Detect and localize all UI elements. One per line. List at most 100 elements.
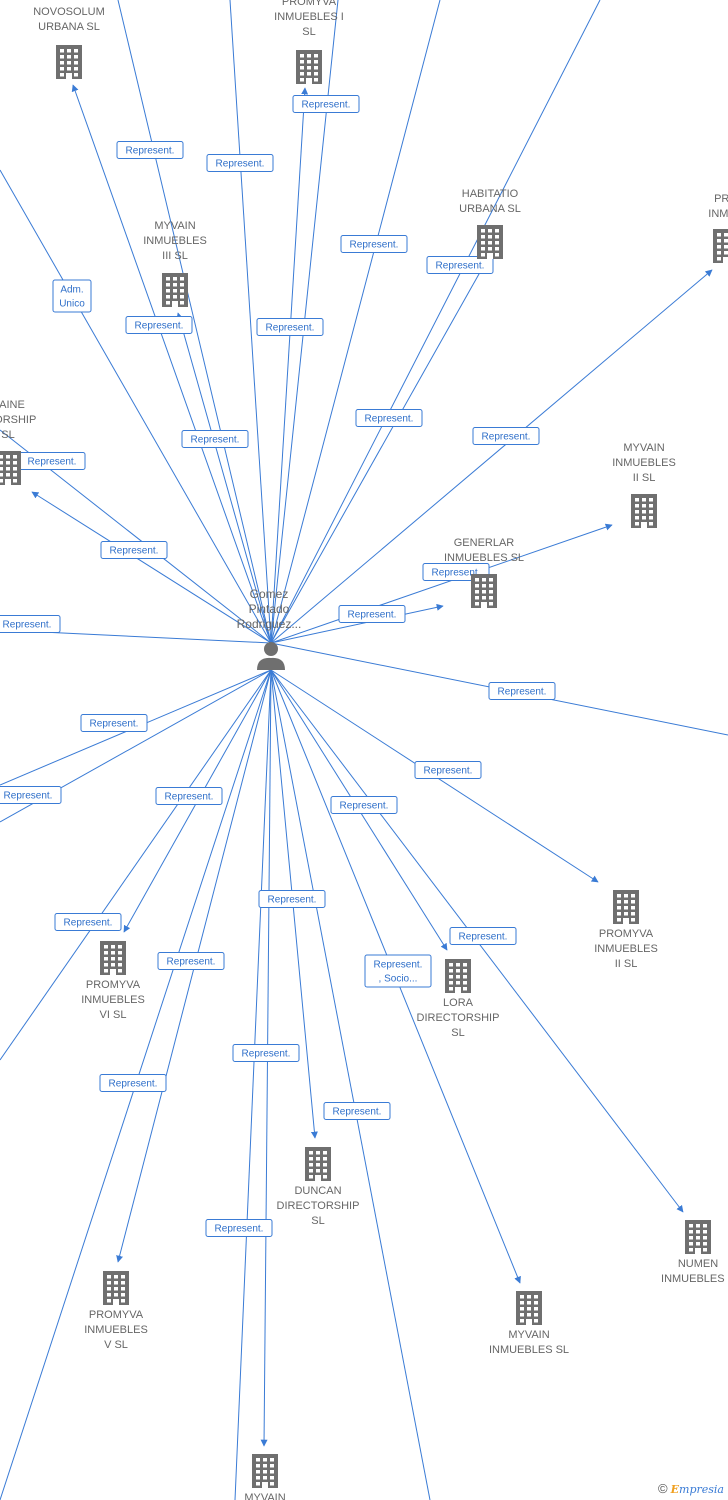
relation-label[interactable]: Represent. <box>258 890 326 908</box>
relation-edge <box>270 669 431 1500</box>
relation-label-text: Represent. <box>126 146 175 157</box>
relation-label[interactable]: Represent. <box>355 409 423 427</box>
relation-label-text: Represent. <box>3 620 52 631</box>
relation-label[interactable]: Represent. <box>488 682 556 700</box>
building-icon <box>162 273 188 307</box>
relation-label[interactable]: Represent. <box>205 1219 273 1237</box>
relation-edge <box>117 0 272 644</box>
relation-label[interactable]: Represent. <box>18 452 86 470</box>
relation-label[interactable]: Represent. <box>426 256 494 274</box>
relation-label[interactable]: Represent. <box>472 427 540 445</box>
company-name: PROMYVA <box>282 0 337 8</box>
relation-label-box <box>116 141 184 159</box>
relation-label[interactable]: Represent. <box>292 95 360 113</box>
relation-label-text: Represent. <box>350 240 399 251</box>
building-icon <box>252 1454 278 1488</box>
relation-label-box <box>181 430 249 448</box>
footer-brand[interactable]: © Empresia <box>658 1481 724 1496</box>
relation-label[interactable]: Represent. <box>181 430 249 448</box>
company-name: INMUE <box>708 208 728 220</box>
person-name: Pintado <box>249 602 290 616</box>
relation-label[interactable]: Represent. <box>232 1044 300 1062</box>
relation-label-text: Represent. <box>333 1107 382 1118</box>
relation-label[interactable]: Represent., Socio... <box>364 954 432 988</box>
relation-label-text: Represent. <box>432 568 481 579</box>
relation-edge <box>270 0 441 644</box>
relation-label[interactable]: Represent. <box>116 141 184 159</box>
relation-label[interactable]: Adm.Unico <box>52 279 92 313</box>
relation-edge <box>0 169 272 644</box>
company-node-promyva6[interactable]: PROMYVA INMUEBLES VI SL <box>81 941 145 1021</box>
relation-label-box <box>472 427 540 445</box>
company-name: URBANA SL <box>38 21 100 33</box>
relation-label[interactable]: Represent. <box>125 316 193 334</box>
company-node-myvain_bottom[interactable]: MYVAIN <box>244 1454 286 1500</box>
company-name: INMUEBLES <box>143 235 207 247</box>
relation-label[interactable]: Represent. <box>340 235 408 253</box>
relation-label-box <box>426 256 494 274</box>
building-icon <box>713 229 728 263</box>
relation-edge <box>71 84 272 644</box>
relation-edge <box>270 257 489 644</box>
building-icon <box>445 959 471 993</box>
company-name: INMUEBLES <box>594 943 658 955</box>
brand-logo: Empresia <box>670 1483 724 1496</box>
relation-label[interactable]: Represent. <box>0 615 61 633</box>
building-icon <box>631 494 657 528</box>
relation-label-text: Represent. <box>64 918 113 929</box>
relation-label[interactable]: Represent. <box>414 761 482 779</box>
relation-label-box <box>100 541 168 559</box>
relation-label-text: Represent. <box>242 1049 291 1060</box>
relation-label[interactable]: Represent. <box>330 796 398 814</box>
company-node-pro_right[interactable]: PRO INMUE <box>708 193 728 263</box>
relation-label[interactable]: Represent. <box>54 913 122 931</box>
relation-label[interactable]: Represent. <box>99 1074 167 1092</box>
relation-label-text: Represent. <box>302 100 351 111</box>
relation-label[interactable]: Represent. <box>80 714 148 732</box>
relation-label[interactable]: Represent. <box>155 787 223 805</box>
relation-label[interactable]: Represent. <box>323 1102 391 1120</box>
relation-label-box <box>0 615 61 633</box>
relation-label-text: Represent. <box>348 610 397 621</box>
company-name: PROMYVA <box>86 979 141 991</box>
relation-label[interactable]: Represent. <box>157 952 225 970</box>
relation-label-box <box>323 1102 391 1120</box>
company-name: PRO <box>714 193 728 205</box>
company-name: INMUEBLES S <box>661 1273 728 1285</box>
relation-label[interactable]: Represent. <box>449 927 517 945</box>
person-node[interactable]: GomezPintadoRodriguez... <box>237 587 302 670</box>
relation-label-box <box>0 786 62 804</box>
person-name: Gomez <box>250 587 289 601</box>
company-node-raine[interactable]: RAINECTORSHIPSL <box>0 399 36 485</box>
relation-label[interactable]: Represent. <box>100 541 168 559</box>
relation-label[interactable]: Represent. <box>256 318 324 336</box>
company-name: PROMYVA <box>89 1309 144 1321</box>
relation-label-text: Represent. <box>365 414 414 425</box>
relation-label-box <box>355 409 423 427</box>
relation-label[interactable]: Represent. <box>206 154 274 172</box>
relation-label-box <box>157 952 225 970</box>
relation-label-text: Represent. <box>167 957 216 968</box>
company-name: VI SL <box>100 1009 127 1021</box>
company-name: DIRECTORSHIP <box>277 1200 360 1212</box>
relation-label[interactable]: Represent. <box>0 786 62 804</box>
company-name: INMUEBLES <box>81 994 145 1006</box>
relation-edge <box>0 669 272 1061</box>
company-name: INMUEBLES <box>612 457 676 469</box>
relation-label[interactable]: Represent. <box>338 605 406 623</box>
relation-label-text: Adm. <box>60 285 83 296</box>
company-name: MYVAIN <box>508 1329 549 1341</box>
